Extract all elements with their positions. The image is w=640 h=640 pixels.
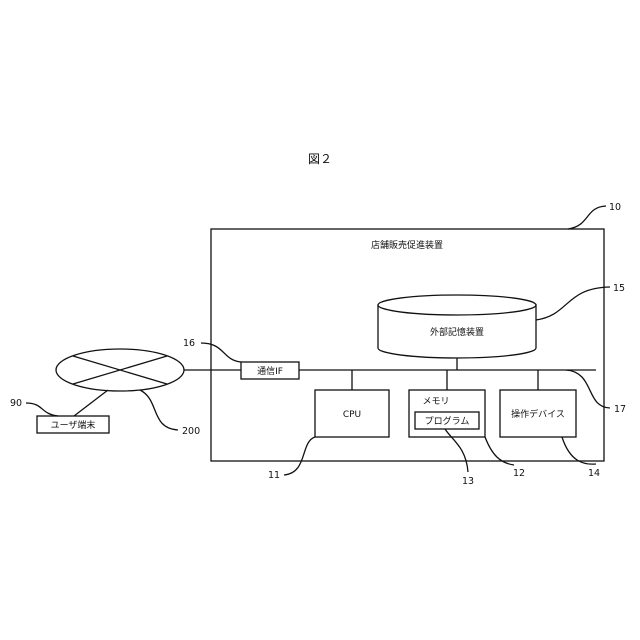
program-ref: 13: [462, 476, 474, 487]
figure-title: 図２: [308, 152, 332, 166]
cpu-label: CPU: [343, 410, 361, 420]
operation-device-label: 操作デバイス: [511, 408, 565, 420]
user-terminal-label: ユーザ端末: [51, 419, 96, 431]
user-terminal-connector: [74, 390, 108, 416]
device-leader-line: [568, 206, 606, 229]
comm-if-ref: 16: [183, 338, 195, 349]
device-ref: 10: [609, 202, 621, 213]
storage-cylinder: [378, 295, 536, 358]
storage-ref: 15: [613, 283, 625, 294]
comm-if-label: 通信IF: [257, 365, 283, 377]
storage-label: 外部記憶装置: [430, 326, 484, 338]
program-label: プログラム: [425, 415, 470, 427]
cpu-ref: 11: [268, 470, 280, 481]
operation-device-ref: 14: [588, 468, 600, 479]
device-label: 店舗販売促進装置: [371, 239, 443, 251]
user-terminal-leader-line: [26, 403, 58, 416]
network-leader-line: [140, 390, 178, 430]
memory-ref: 12: [513, 468, 525, 479]
bus-ref: 17: [614, 404, 626, 415]
network-ref: 200: [182, 426, 200, 437]
user-terminal-ref: 90: [10, 398, 22, 409]
memory-label: メモリ: [422, 397, 449, 407]
